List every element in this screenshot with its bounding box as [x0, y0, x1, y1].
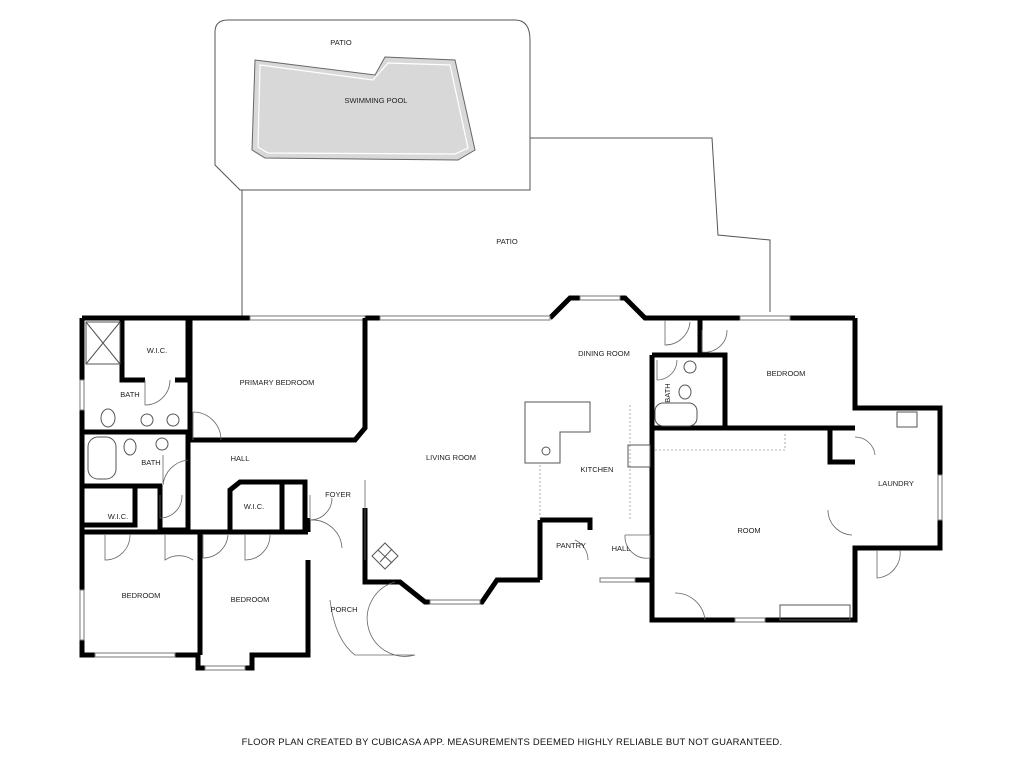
patio-outline: [241, 137, 771, 316]
window: [579, 295, 621, 301]
label-wic-center: W.I.C.: [244, 502, 264, 511]
exterior-wall: [79, 295, 943, 671]
label-wic-left: W.I.C.: [108, 512, 128, 521]
window: [429, 599, 481, 605]
label-foyer: FOYER: [325, 490, 351, 499]
fixtures: [85, 321, 918, 621]
interior-wall: [82, 318, 855, 655]
label-living-room: LIVING ROOM: [426, 453, 476, 462]
label-swimming-pool: SWIMMING POOL: [345, 96, 408, 105]
label-bath-hall: BATH: [141, 458, 160, 467]
label-bedroom-center: BEDROOM: [231, 595, 270, 604]
disclaimer-footer: FLOOR PLAN CREATED BY CUBICASA APP. MEAS…: [241, 737, 783, 748]
window: [739, 315, 791, 321]
label-kitchen: KITCHEN: [581, 465, 614, 474]
window: [79, 379, 85, 411]
label-bath-right: BATH: [663, 383, 672, 402]
window: [204, 665, 246, 671]
window: [249, 315, 366, 321]
label-primary-bedroom: PRIMARY BEDROOM: [240, 378, 315, 387]
window: [379, 315, 551, 321]
label-porch: PORCH: [330, 605, 357, 614]
doors: [104, 320, 901, 657]
swimming-pool-edge: [257, 62, 469, 155]
label-room: ROOM: [737, 526, 760, 535]
label-hall-kitchen: HALL: [612, 544, 631, 553]
label-pantry: PANTRY: [556, 541, 586, 550]
window: [79, 589, 85, 641]
label-patio: PATIO: [496, 237, 518, 246]
label-wic-primary: W.I.C.: [147, 346, 167, 355]
window: [937, 474, 943, 521]
label-bedroom-left: BEDROOM: [122, 591, 161, 600]
swimming-pool: [251, 56, 476, 161]
window: [734, 617, 766, 623]
window: [94, 652, 176, 658]
kitchen-counter: [539, 405, 786, 520]
window: [599, 577, 636, 583]
label-laundry: LAUNDRY: [878, 479, 914, 488]
patio-top-outline: [214, 19, 531, 191]
label-hall: HALL: [231, 454, 250, 463]
label-patio-top: PATIO: [330, 38, 352, 47]
kitchen-island: [524, 401, 591, 464]
label-bath-primary: BATH: [120, 390, 139, 399]
label-dining-room: DINING ROOM: [578, 349, 630, 358]
label-bedroom-right: BEDROOM: [767, 369, 806, 378]
